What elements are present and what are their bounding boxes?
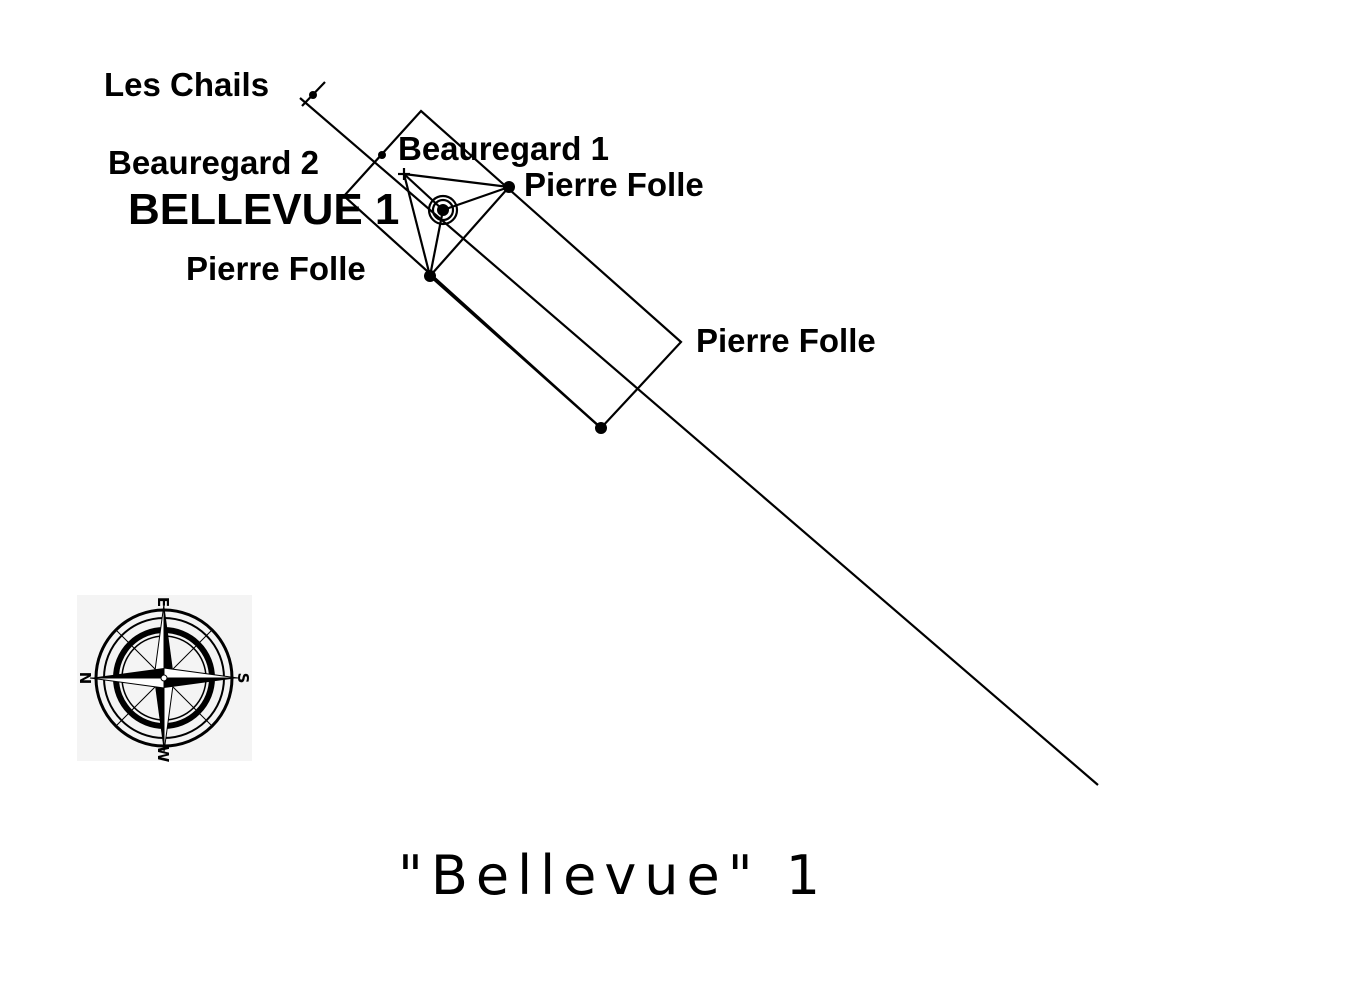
triangle-edge-right xyxy=(429,186,510,277)
place-labels: Les Chails Beauregard 2 Beauregard 1 BEL… xyxy=(104,66,876,359)
label-beauregard-2: Beauregard 2 xyxy=(108,144,319,181)
marker-beauregard-1 xyxy=(398,168,410,180)
label-les-chails: Les Chails xyxy=(104,66,269,103)
marker-les-chails xyxy=(309,91,317,99)
triangle-spoke-top xyxy=(403,173,444,211)
label-pierre-folle-far: Pierre Folle xyxy=(696,322,876,359)
label-beauregard-1: Beauregard 1 xyxy=(398,130,609,167)
diagram-caption: "Bellevue" 1 xyxy=(398,844,828,907)
label-bellevue-1: BELLEVUE 1 xyxy=(128,185,399,234)
triangle-edge-top xyxy=(403,172,510,189)
menhir-triangle xyxy=(402,172,510,277)
compass-letter-west: W xyxy=(154,746,172,763)
marker-beauregard-2 xyxy=(378,151,386,159)
marker-bellevue-1-target xyxy=(427,194,459,226)
compass-letter-north: N xyxy=(76,672,94,685)
triangle-edge-left xyxy=(402,173,432,277)
triangle-spoke-bottom xyxy=(428,209,445,277)
label-pierre-folle-left: Pierre Folle xyxy=(186,250,366,287)
compass-letter-south: S xyxy=(234,673,252,684)
stone-markers xyxy=(309,91,607,434)
triangle-spoke-right xyxy=(442,185,510,212)
label-pierre-folle-right: Pierre Folle xyxy=(524,166,704,203)
compass-letter-east: E xyxy=(154,597,172,607)
marker-pierre-folle-left xyxy=(424,270,436,282)
marker-pierre-folle-right xyxy=(503,181,515,193)
compass-rose-icon: E W N S xyxy=(76,595,252,763)
marker-pierre-folle-far xyxy=(595,422,607,434)
pierre-folle-link-line xyxy=(429,275,602,429)
